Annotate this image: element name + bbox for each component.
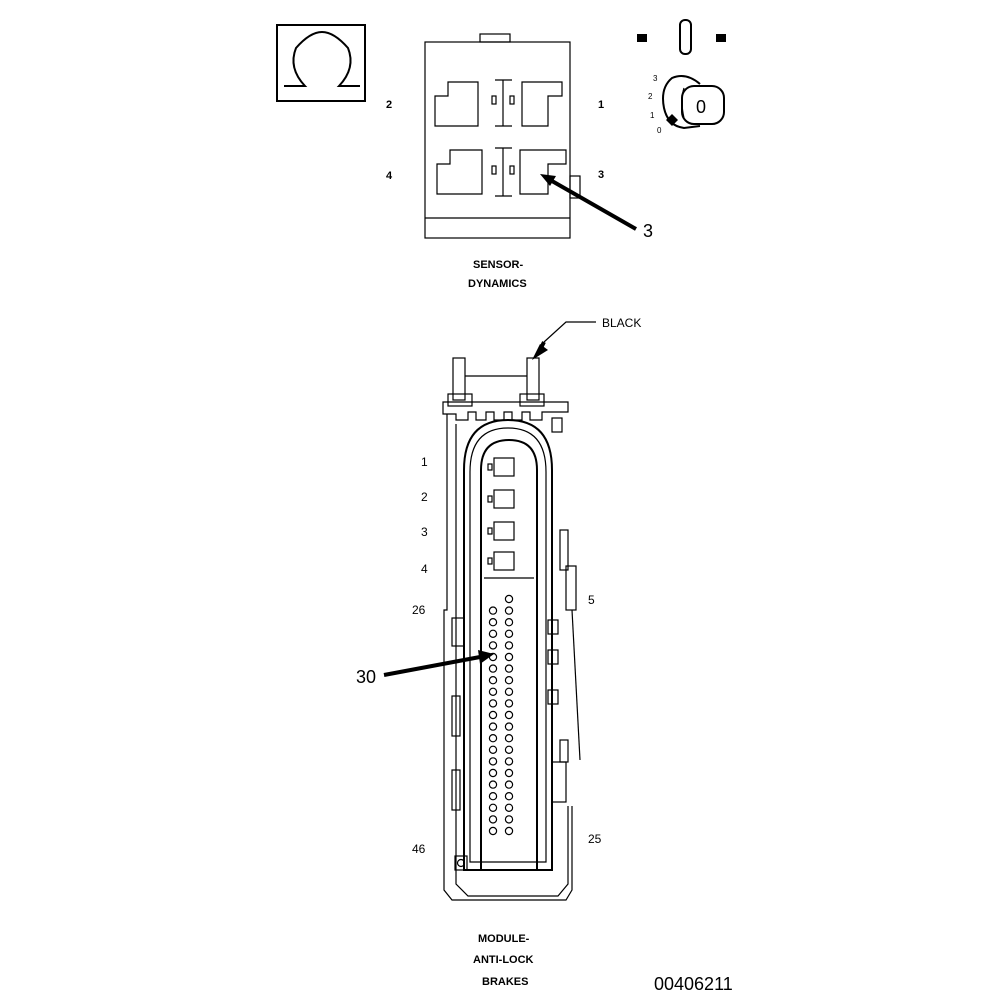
pin-cavity — [504, 722, 514, 731]
pin-cavity — [504, 618, 514, 627]
abs-pin-label-3: 3 — [421, 525, 428, 539]
pin-cavity — [488, 815, 498, 824]
sensor-dynamics-connector — [424, 33, 581, 239]
abs-pin-label-4: 4 — [421, 562, 428, 576]
abs-pin-grid — [488, 594, 514, 836]
abs-pin-label-1: 1 — [421, 455, 428, 469]
pin-cavity — [504, 768, 514, 778]
pin-cavity — [488, 664, 498, 673]
pin-cavity — [488, 710, 498, 720]
pin-cavity — [488, 745, 498, 755]
pin-cavity — [488, 757, 498, 766]
sensor-pin-label-1: 1 — [598, 99, 604, 111]
pin-cavity — [504, 792, 514, 801]
pin-cavity — [504, 745, 514, 755]
pin-cavity — [488, 606, 498, 615]
pin-cavity — [488, 699, 498, 708]
pin-cavity — [488, 676, 498, 685]
sensor-pin-label-2: 2 — [386, 99, 392, 111]
sensor-caption-line2: DYNAMICS — [468, 278, 527, 290]
ignition-position-2: 2 — [648, 92, 653, 101]
abs-pin-label-46: 46 — [412, 842, 426, 856]
pin-cavity — [504, 757, 514, 766]
pin-cavity — [504, 594, 514, 604]
pin-cavity — [504, 710, 514, 720]
abs-pin-label-2: 2 — [421, 490, 428, 504]
pin-cavity — [504, 803, 514, 813]
abs-caption-line2: ANTI-LOCK — [473, 954, 534, 966]
abs-color-label: BLACK — [602, 316, 641, 330]
pin-cavity — [504, 664, 514, 673]
ignition-key-icon — [637, 19, 726, 130]
pin-cavity — [504, 676, 514, 685]
pin-cavity — [488, 618, 498, 627]
pin-cavity — [488, 768, 498, 778]
pin-cavity — [488, 803, 498, 813]
ignition-position-3: 3 — [653, 74, 658, 83]
pin-cavity — [504, 652, 514, 662]
pin-cavity — [504, 606, 514, 615]
pin-cavity — [488, 780, 498, 789]
abs-callout-arrow — [383, 650, 494, 677]
pin-cavity — [504, 629, 514, 639]
black-color-leader — [532, 321, 596, 360]
sensor-callout-number: 3 — [643, 221, 653, 241]
pin-cavity — [504, 687, 514, 697]
pin-cavity — [488, 687, 498, 697]
abs-callout-number: 30 — [356, 667, 376, 687]
pin-cavity — [504, 826, 514, 836]
sensor-pin-label-4: 4 — [386, 170, 393, 182]
document-id: 00406211 — [654, 974, 733, 994]
ignition-position-0: 0 — [657, 126, 662, 135]
omega-symbol-icon — [276, 24, 366, 102]
pin-cavity — [504, 734, 514, 743]
abs-pin-label-26: 26 — [412, 603, 426, 617]
pin-cavity — [504, 815, 514, 824]
ignition-position-1: 1 — [650, 111, 655, 120]
pin-cavity — [504, 699, 514, 708]
pin-cavity — [488, 792, 498, 801]
abs-pin-label-5: 5 — [588, 593, 595, 607]
pin-cavity — [504, 641, 514, 650]
abs-caption-line1: MODULE- — [478, 933, 530, 945]
sensor-caption-line1: SENSOR- — [473, 259, 523, 271]
pin-cavity — [488, 641, 498, 650]
pin-cavity — [488, 629, 498, 639]
pin-cavity — [488, 722, 498, 731]
pin-cavity — [488, 734, 498, 743]
abs-pin-label-25: 25 — [588, 832, 602, 846]
abs-module-connector — [442, 357, 581, 901]
pin-cavity — [504, 780, 514, 789]
pin-cavity — [488, 826, 498, 836]
sensor-pin-label-3: 3 — [598, 169, 604, 181]
sensor-callout-arrow — [540, 174, 637, 231]
abs-caption-line3: BRAKES — [482, 976, 528, 988]
ignition-key-label: 0 — [696, 97, 706, 117]
